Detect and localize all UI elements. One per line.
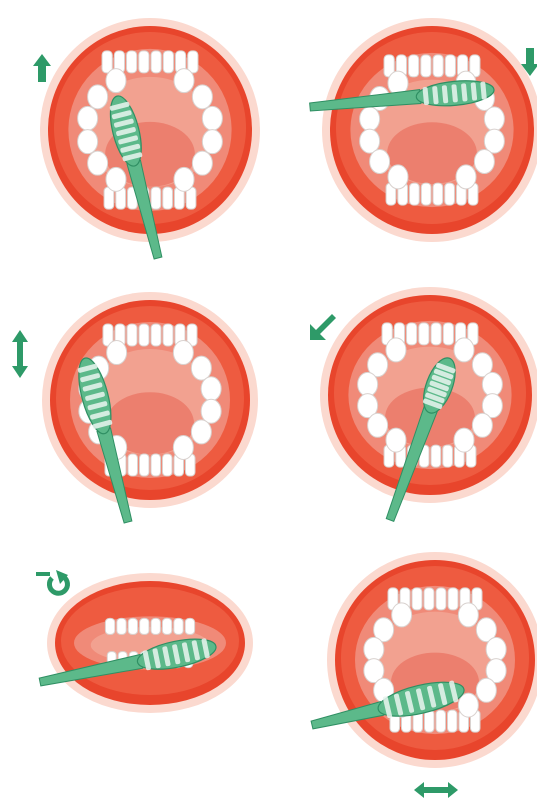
molar [88, 151, 108, 175]
molar [454, 428, 474, 452]
tooth [188, 51, 198, 73]
tooth [445, 55, 455, 77]
tooth [140, 618, 149, 634]
tooth [409, 55, 419, 77]
tooth [448, 588, 458, 610]
molar [364, 637, 384, 661]
tooth [185, 618, 194, 634]
tooth [163, 454, 173, 476]
brushing-step-panel [310, 287, 537, 524]
tooth [128, 454, 138, 476]
molar [388, 165, 408, 189]
molar [484, 107, 504, 131]
tooth [127, 51, 137, 73]
brushing-step-panel [12, 292, 258, 525]
molar [88, 85, 108, 109]
tooth [431, 445, 441, 467]
molar [386, 428, 406, 452]
arrow-down-left-icon [310, 314, 336, 340]
molar [106, 69, 126, 93]
tooth [443, 445, 453, 467]
molar [174, 69, 194, 93]
tooth [412, 588, 422, 610]
tooth [117, 618, 126, 634]
molar [458, 603, 478, 627]
molar [454, 338, 474, 362]
brushing-step-panel [309, 552, 537, 798]
tooth [424, 588, 434, 610]
tooth [102, 51, 112, 73]
tooth [163, 51, 173, 73]
molar [201, 377, 221, 401]
tooth [140, 454, 150, 476]
molar [191, 356, 211, 380]
tooth [421, 183, 431, 205]
molar [173, 341, 193, 365]
tooth [436, 710, 446, 732]
molar [173, 435, 193, 459]
molar [370, 150, 390, 174]
tooth [139, 324, 149, 346]
molar [201, 399, 221, 423]
molar [192, 151, 212, 175]
tooth [431, 323, 441, 345]
molar [192, 85, 212, 109]
tooth [105, 618, 114, 634]
molar [191, 420, 211, 444]
molar [106, 167, 126, 191]
tooth [127, 324, 137, 346]
tooth [151, 454, 161, 476]
molar [78, 130, 98, 154]
tooth [151, 324, 161, 346]
tooth [163, 324, 173, 346]
arrow-up-down-icon [12, 330, 28, 378]
molar [174, 167, 194, 191]
tooth [448, 710, 458, 732]
tooth [425, 710, 435, 732]
molar [472, 413, 492, 437]
tooth [407, 323, 417, 345]
molar [358, 372, 378, 396]
molar [482, 372, 502, 396]
molar [456, 165, 476, 189]
tooth [421, 55, 431, 77]
tooth [419, 323, 429, 345]
arrow-left-right-icon [414, 782, 458, 798]
tooth [433, 183, 443, 205]
arrow-circular-icon [36, 570, 68, 593]
molar [107, 341, 127, 365]
tooth [151, 618, 160, 634]
brushing-step-panel [36, 570, 253, 713]
tooth [410, 183, 420, 205]
tooth [433, 55, 443, 77]
tooth [445, 183, 455, 205]
molar [458, 693, 478, 717]
molar [386, 338, 406, 362]
molar [78, 106, 98, 130]
molar [392, 603, 412, 627]
molar [476, 678, 496, 702]
molar [360, 107, 380, 131]
tooth [443, 323, 453, 345]
molar [474, 150, 494, 174]
brushing-step-panel [33, 18, 260, 261]
tooth [128, 618, 137, 634]
tooth [139, 51, 149, 73]
molar [368, 413, 388, 437]
molar [202, 130, 222, 154]
molar [202, 106, 222, 130]
molar [486, 637, 506, 661]
tooth [151, 51, 161, 73]
tooth [436, 588, 446, 610]
tooth [174, 618, 183, 634]
tooth [163, 187, 173, 209]
tooth [162, 618, 171, 634]
arrow-up-icon [33, 54, 51, 82]
tooth [151, 187, 161, 209]
brushing-step-panel [309, 18, 537, 242]
